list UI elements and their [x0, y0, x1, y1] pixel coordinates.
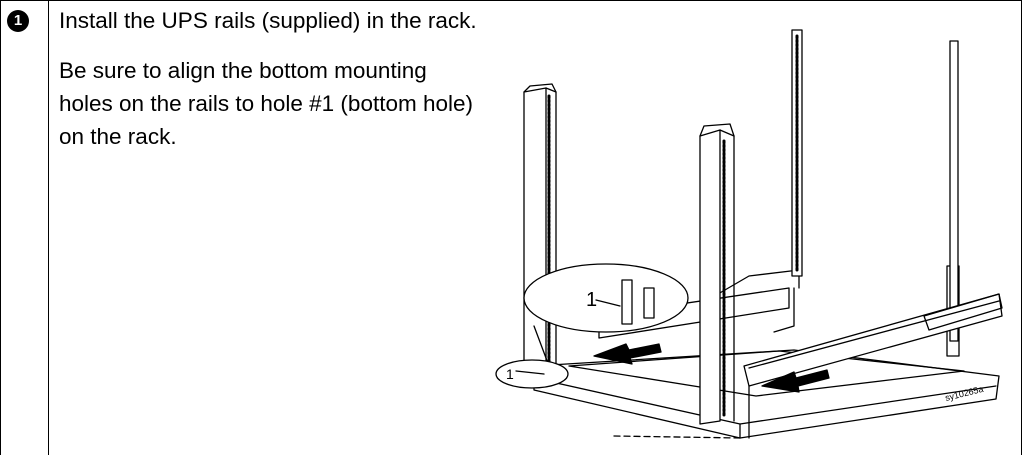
- table-top-border: [0, 0, 1022, 1]
- step-text: Install the UPS rails (supplied) in the …: [59, 4, 479, 153]
- callout-label-large: 1: [586, 289, 597, 311]
- side-rail-right: [743, 293, 1003, 439]
- step-note: Be sure to align the bottom mounting hol…: [59, 58, 473, 149]
- callout-label-small: 1: [506, 366, 514, 382]
- step-number-badge: 1: [7, 10, 29, 32]
- step-instruction: Install the UPS rails (supplied) in the …: [59, 8, 477, 33]
- rear-right-upright: [791, 29, 803, 277]
- rail-insert-arrows: [593, 343, 830, 393]
- table-left-border: [0, 0, 1, 455]
- rack-drawing: 1 1 sy10265a: [495, 29, 1003, 439]
- column-divider: [48, 0, 49, 455]
- front-right-upright: [699, 123, 735, 425]
- rack-rail-illustration: 1 1 sy10265a: [494, 26, 1022, 455]
- bottom-hole-callout: [495, 359, 569, 389]
- front-left-upright: [523, 83, 557, 383]
